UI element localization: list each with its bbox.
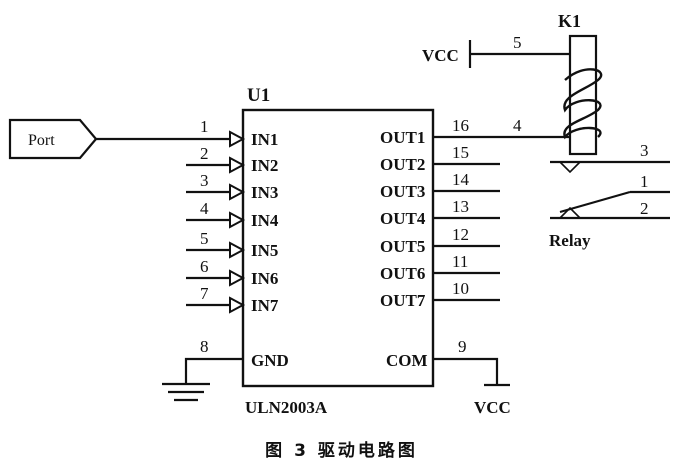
input-arrow [229,130,246,148]
chip-part-label: ULN2003A [245,398,328,417]
output-pin-number: 13 [452,197,469,216]
input-pin-name: IN6 [251,269,278,288]
input-arrow [229,241,246,259]
input-pin-number: 3 [200,171,209,190]
com-pin-number: 9 [458,337,467,356]
gnd-pin-number: 8 [200,337,209,356]
com-wire [433,357,499,385]
input-pin-name: IN2 [251,156,278,175]
chip-ref-label: U1 [247,85,270,106]
input-arrow [229,156,246,174]
output-pin-number: 16 [452,116,469,135]
input-pin-name: IN4 [251,211,279,230]
contact-no-mark [559,206,581,219]
port-symbol [8,118,98,160]
relay-k1: K1 VCC 5 3 1 2 Relay [422,11,670,250]
input-pin-number: 6 [200,257,209,276]
relay-coil-pin-top: 5 [513,33,522,52]
input-pins: 1 IN1 2 IN2 3 IN3 4 IN4 5 IN5 6 IN6 7 IN… [186,117,279,315]
contact-pin-1: 1 [640,172,649,191]
output-pin-number: 10 [452,279,469,298]
relay-coil-pin-bottom: 4 [513,116,522,135]
input-arrow [229,296,246,314]
output-pin-name: OUT3 [380,182,425,201]
input-arrow [229,183,246,201]
contact-pin-3: 3 [640,141,649,160]
output-pin-number: 12 [452,225,469,244]
relay-ref-label: K1 [558,11,581,31]
figure-caption: 图 3 驱动电路图 [265,441,418,461]
relay-label: Relay [549,231,591,250]
output-pins: OUT1 16 4 OUT2 15 OUT3 14 OUT4 13 OUT5 1… [380,116,570,310]
input-pin-number: 2 [200,144,209,163]
input-pin-number: 7 [200,284,209,303]
output-pin-name: OUT7 [380,291,426,310]
input-pin-name: IN3 [251,183,278,202]
output-pin-name: OUT4 [380,209,426,228]
output-pin-number: 15 [452,143,469,162]
input-pin-name: IN1 [251,130,278,149]
vcc-top-label: VCC [422,46,459,65]
output-pin-name: OUT1 [380,128,425,147]
port-label: Port [28,132,55,149]
com-connection: COM 9 VCC [386,337,511,417]
output-pin-number: 11 [452,252,468,271]
gnd-connection: GND 8 [162,337,289,402]
contact-pin-2: 2 [640,199,649,218]
input-pin-number: 1 [200,117,209,136]
uln2003a-body [241,108,435,388]
contact-nc-mark [559,161,581,174]
com-pin-name: COM [386,351,428,370]
output-pin-name: OUT2 [380,155,425,174]
input-pin-number: 4 [200,199,209,218]
input-pin-name: IN5 [251,241,278,260]
vcc-bottom-label: VCC [474,398,511,417]
output-pin-number: 14 [452,170,470,189]
output-pin-name: OUT5 [380,237,425,256]
input-arrow [229,269,246,287]
input-pin-name: IN7 [251,296,279,315]
input-arrow [229,211,246,229]
input-pin-number: 5 [200,229,209,248]
gnd-pin-name: GND [251,351,289,370]
output-pin-name: OUT6 [380,264,425,283]
relay-coil-winding [563,68,603,140]
relay-coil-body [568,34,598,156]
gnd-wire [184,357,243,384]
